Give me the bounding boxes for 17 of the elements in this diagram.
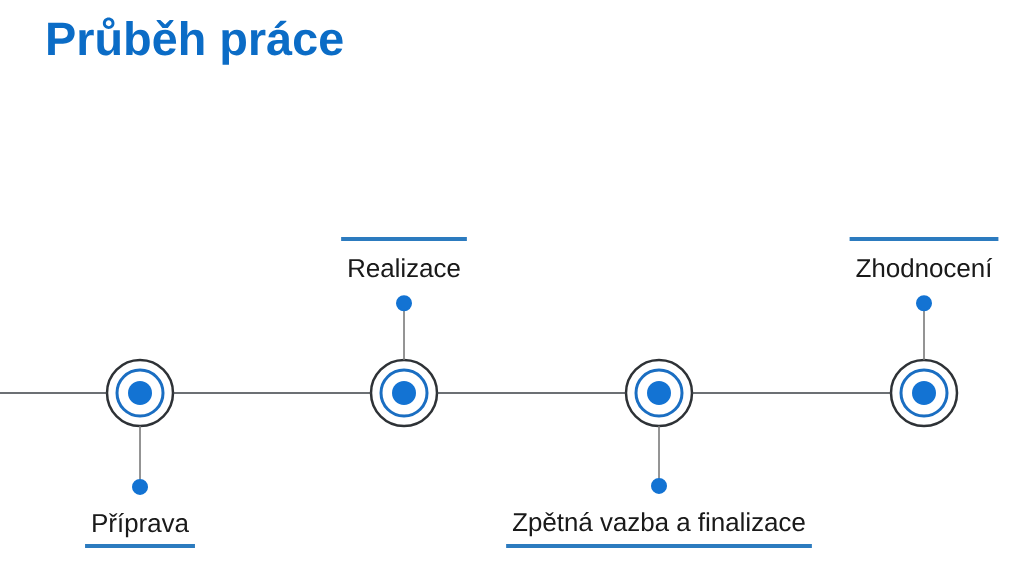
milestone-label: Příprava [85,512,195,548]
milestone-label: Zpětná vazba a finalizace [506,511,812,548]
leader-line [651,425,667,494]
timeline-line [436,392,627,394]
timeline-line [172,392,372,394]
timeline-line [0,392,108,394]
target-marker [624,358,694,428]
leader-line [132,425,148,495]
target-marker [105,358,175,428]
title: Průběh práce [48,17,343,65]
leader-line [396,295,412,361]
leader-line [916,295,932,361]
target-marker [369,358,439,428]
target-marker [889,358,959,428]
timeline-line [691,392,892,394]
milestone-label: Realizace [341,237,467,278]
milestone-label: Zhodnocení [849,237,999,278]
